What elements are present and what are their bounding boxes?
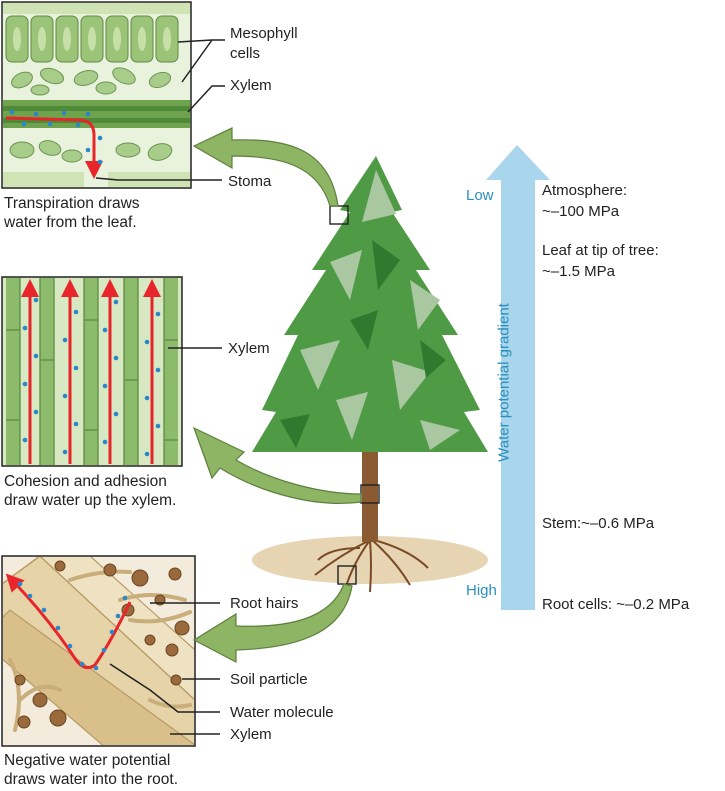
- mesophyll-cells-label-line2: cells: [230, 45, 261, 62]
- stem-xylem-label: Xylem: [228, 340, 270, 357]
- leaf-caption-line1: Transpiration draws: [4, 195, 140, 212]
- stem-callout-arrow: [192, 426, 362, 504]
- palisade-mesophyll-cells: [5, 15, 179, 63]
- root-xylem-label: Xylem: [230, 726, 272, 743]
- leaf-zoom-box: [329, 205, 349, 225]
- spongy-mesophyll-cells: [11, 67, 172, 96]
- stem-xylem-panel: [1, 276, 183, 467]
- leaf-cross-section-panel: [1, 1, 192, 189]
- root-callout-arrow: [192, 583, 353, 663]
- gradient-axis-label: Water potential gradient: [495, 303, 513, 462]
- root-label-leaders: [109, 602, 220, 735]
- leaf-label-leaders: [95, 39, 225, 181]
- leaf-caption-line2: water from the leaf.: [4, 214, 137, 231]
- gradient-low-label: Low: [466, 187, 494, 204]
- leaf-callout-arrow: [192, 127, 339, 207]
- leaf-water-molecules: [9, 109, 103, 165]
- stem-water-molecules: [22, 297, 161, 457]
- leaf-xylem-vein: [3, 100, 190, 128]
- leaf-tip-value: ~–1.5 MPa: [542, 263, 615, 280]
- root-water-flow-arrow: [5, 573, 132, 670]
- gradient-high-label: High: [466, 582, 497, 599]
- stem-potential-label: Stem:~–0.6 MPa: [542, 515, 655, 532]
- root-caption-line2: draws water into the root.: [4, 771, 179, 788]
- soil-particle-label: Soil particle: [230, 671, 308, 688]
- tree-illustration: [252, 156, 488, 593]
- atmosphere-value: ~–100 MPa: [542, 203, 620, 220]
- root-caption-line1: Negative water potential: [4, 752, 171, 769]
- stem-caption-line1: Cohesion and adhesion: [4, 473, 167, 490]
- root-water-molecules: [17, 581, 128, 671]
- leaf-tip-label: Leaf at tip of tree:: [542, 242, 659, 259]
- xylem-flow-arrows: [21, 279, 161, 464]
- root-cross-section-panel: [1, 555, 196, 747]
- stem-caption-line2: draw water up the xylem.: [4, 492, 177, 509]
- root-cells-potential-label: Root cells: ~–0.2 MPa: [542, 596, 690, 613]
- transpiration-flow-arrow: [5, 116, 103, 179]
- tree-foliage: [252, 156, 488, 452]
- callout-arrows: [192, 127, 362, 663]
- tree-trunk: [362, 440, 378, 542]
- atmosphere-label: Atmosphere:: [542, 182, 628, 199]
- water-molecule-label: Water molecule: [230, 704, 334, 721]
- soil-particles: [14, 560, 190, 729]
- stoma-label: Stoma: [228, 173, 272, 190]
- water-potential-gradient-arrow: [486, 145, 550, 610]
- leaf-xylem-label: Xylem: [230, 77, 272, 94]
- root-hairs-label: Root hairs: [230, 595, 299, 612]
- mesophyll-cells-label-line1: Mesophyll: [230, 25, 298, 42]
- root-zoom-box: [337, 565, 357, 585]
